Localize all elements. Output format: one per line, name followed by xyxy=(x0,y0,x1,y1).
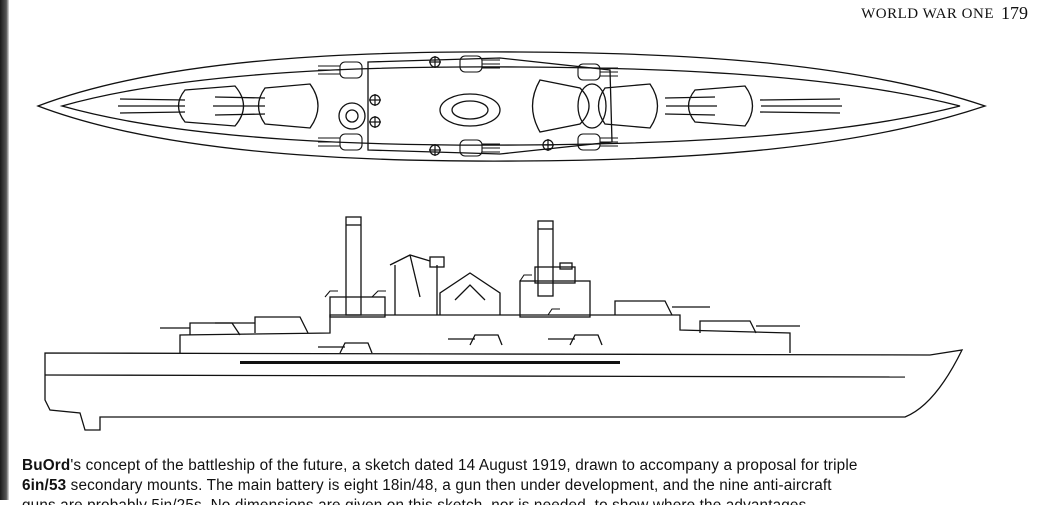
hull-outline-profile xyxy=(44,349,964,431)
funnel-plan xyxy=(439,93,501,127)
caption-line-2-lead: 6in/53 xyxy=(22,477,67,494)
superstructure-profile xyxy=(329,262,591,318)
plan-view-drawing xyxy=(36,51,988,162)
hull-outline-plan xyxy=(36,51,988,162)
turret-c-plan xyxy=(597,83,717,129)
caption-line-2: 6in/53 secondary mounts. The main batter… xyxy=(22,476,1042,496)
caption-line-1: BuOrd's concept of the battleship of the… xyxy=(22,456,1042,476)
caption-line-3: guns are probably 5in/25s. No dimensions… xyxy=(22,497,807,514)
figure-caption: BuOrd's concept of the battleship of the… xyxy=(22,456,1042,516)
caption-line-1-lead: BuOrd xyxy=(22,457,71,474)
caption-line-1-text: 's concept of the battleship of the futu… xyxy=(70,457,858,474)
aa-guns-plan xyxy=(369,56,554,156)
running-head: WORLD WAR ONE xyxy=(861,6,994,22)
tripod-plan xyxy=(531,79,590,133)
turret-b-plan xyxy=(213,83,319,129)
turret-a-plan xyxy=(118,85,245,127)
director-plan xyxy=(338,102,366,130)
funnel-forward-profile xyxy=(345,216,362,316)
turret-d-plan xyxy=(687,85,842,127)
page-number: 179 xyxy=(1001,3,1028,23)
book-binding-shadow xyxy=(0,0,9,500)
secondary-mounts-plan xyxy=(318,55,618,157)
aa-guns-profile xyxy=(324,274,560,316)
caption-line-2-text: secondary mounts. The main battery is ei… xyxy=(66,477,832,494)
secondary-mounts-profile xyxy=(318,334,603,354)
turret-c-profile xyxy=(614,300,710,316)
profile-elevation-drawing xyxy=(44,216,964,431)
deck-edge-plan xyxy=(59,66,961,146)
superstructure-plan xyxy=(367,57,613,155)
funnel-aft-profile xyxy=(537,220,554,297)
turret-a-profile xyxy=(160,322,241,336)
turret-b-profile xyxy=(215,316,309,334)
turret-d-profile xyxy=(699,320,800,334)
crane-profile xyxy=(389,254,445,315)
